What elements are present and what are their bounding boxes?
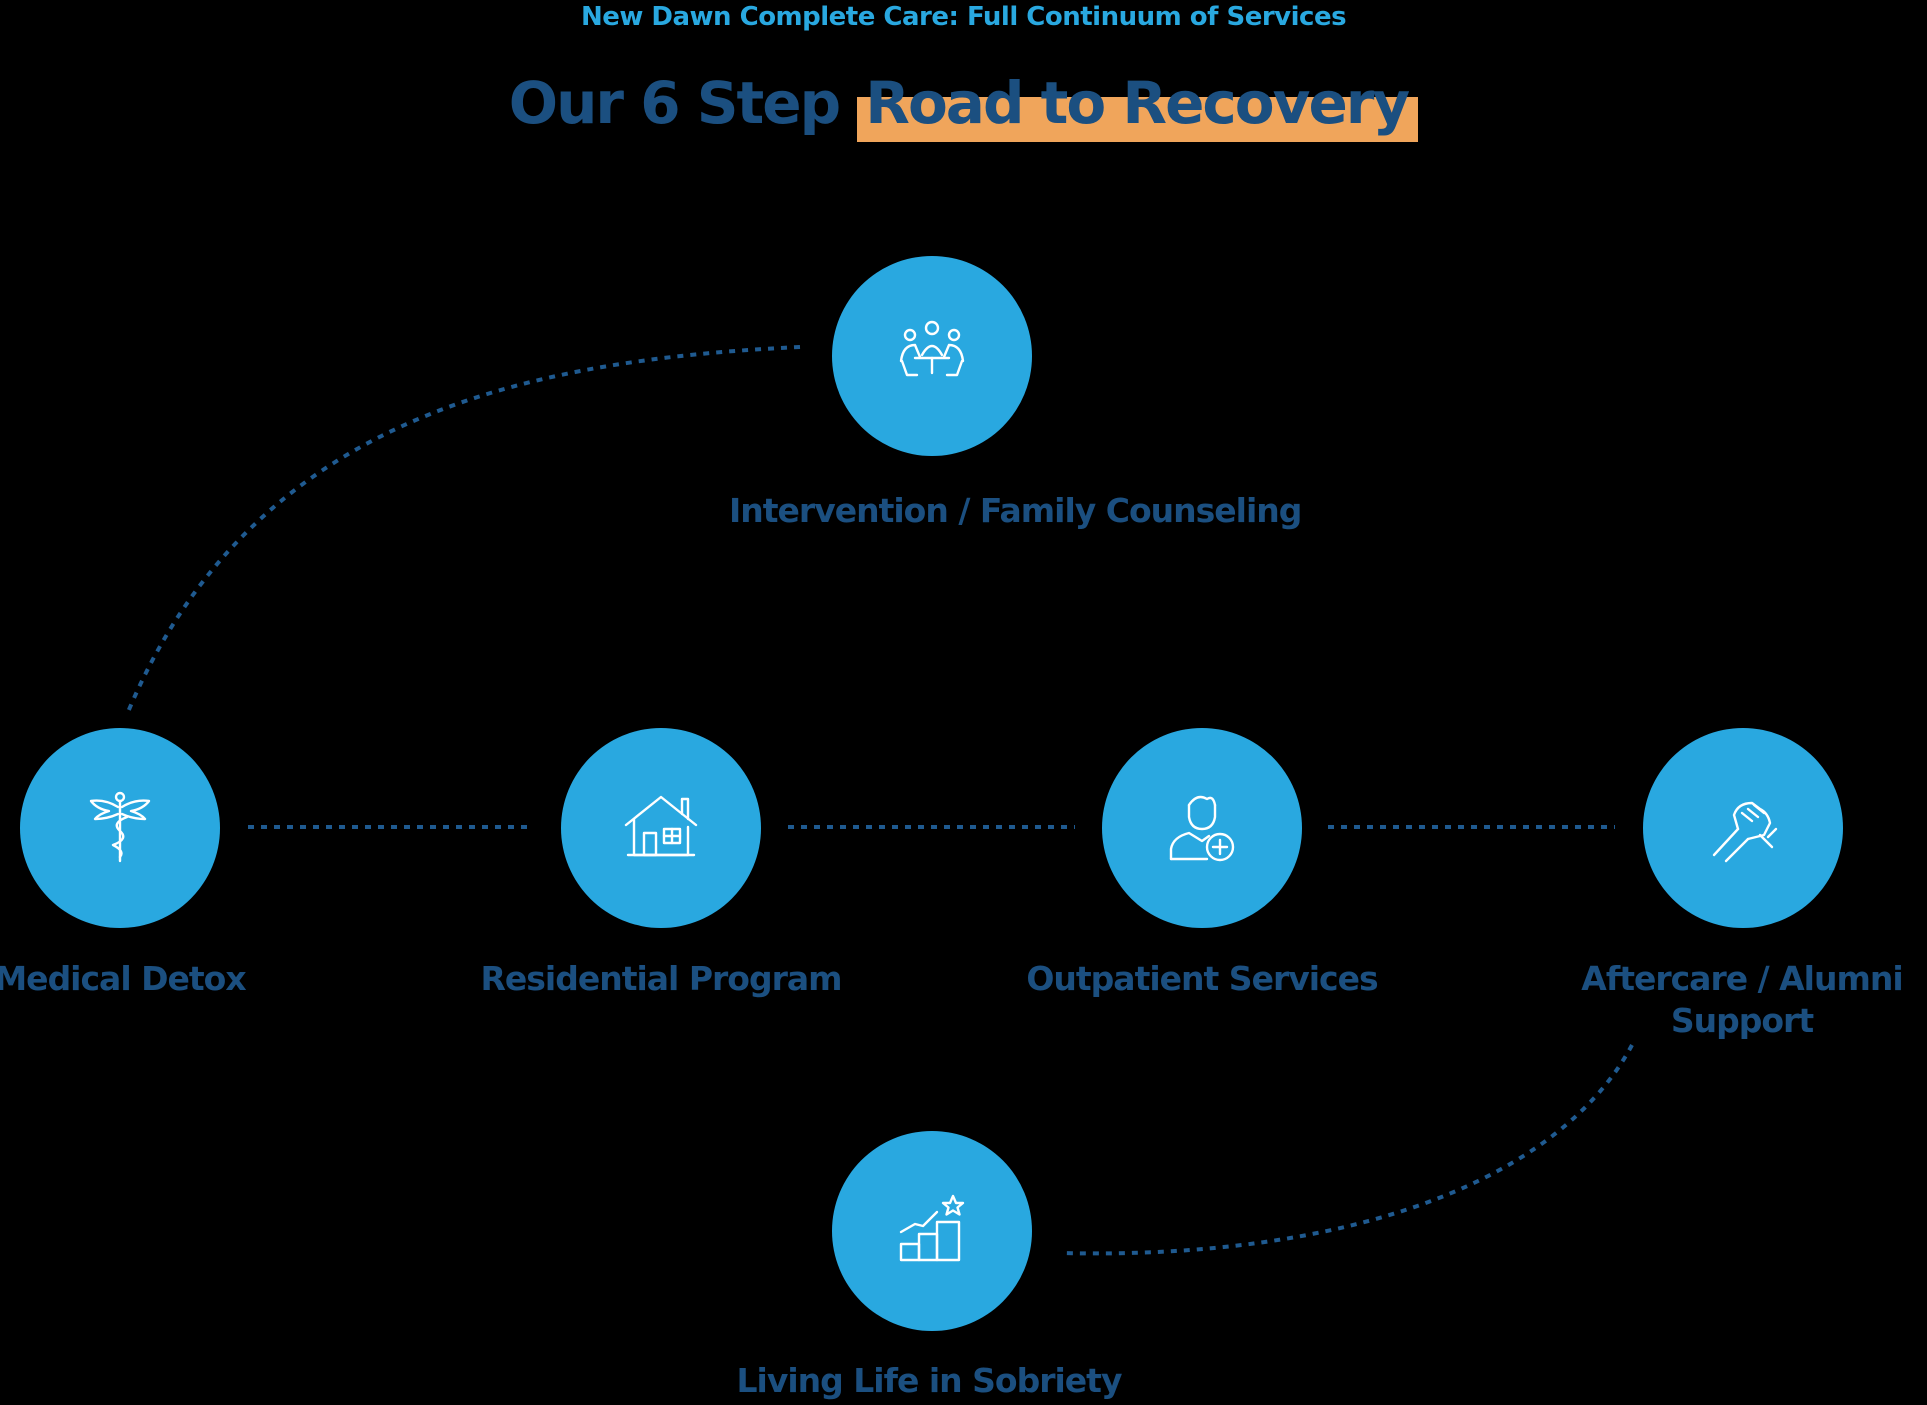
step-label-medical-detox: Medical Detox — [0, 959, 247, 998]
step-label-intervention: Intervention / Family Counseling — [729, 491, 1302, 530]
step-circle-residential — [561, 728, 761, 928]
step-label-outpatient: Outpatient Services — [1026, 959, 1378, 998]
rising-steps-star-icon — [899, 1194, 965, 1262]
step-circle-aftercare — [1643, 728, 1843, 928]
page-title: Our 6 Step Road to Recovery — [0, 64, 1927, 142]
step-label-aftercare-line2: Support — [1670, 1001, 1814, 1040]
connector-intervention-to-detox — [126, 345, 801, 713]
patient-plus-icon — [1169, 795, 1235, 862]
step-circle-sobriety — [832, 1131, 1032, 1331]
step-circle-intervention — [832, 256, 1032, 456]
family-meeting-icon — [899, 320, 965, 377]
step-label-aftercare: Aftercare / Alumni Support — [1542, 958, 1927, 1042]
caduceus-icon — [89, 791, 151, 863]
title-plain: Our 6 Step — [508, 69, 858, 137]
step-circle-outpatient — [1102, 728, 1302, 928]
step-label-sobriety: Living Life in Sobriety — [736, 1361, 1123, 1400]
connector-aftercare-to-sobriety — [1059, 1044, 1634, 1256]
handshake-icon — [1712, 801, 1778, 863]
step-label-residential: Residential Program — [480, 959, 842, 998]
title-highlight: Road to Recovery — [857, 64, 1419, 142]
step-label-aftercare-line1: Aftercare / Alumni — [1581, 959, 1903, 998]
house-icon — [624, 795, 698, 857]
step-circle-medical-detox — [20, 728, 220, 928]
header-subtitle: New Dawn Complete Care: Full Continuum o… — [580, 2, 1347, 32]
